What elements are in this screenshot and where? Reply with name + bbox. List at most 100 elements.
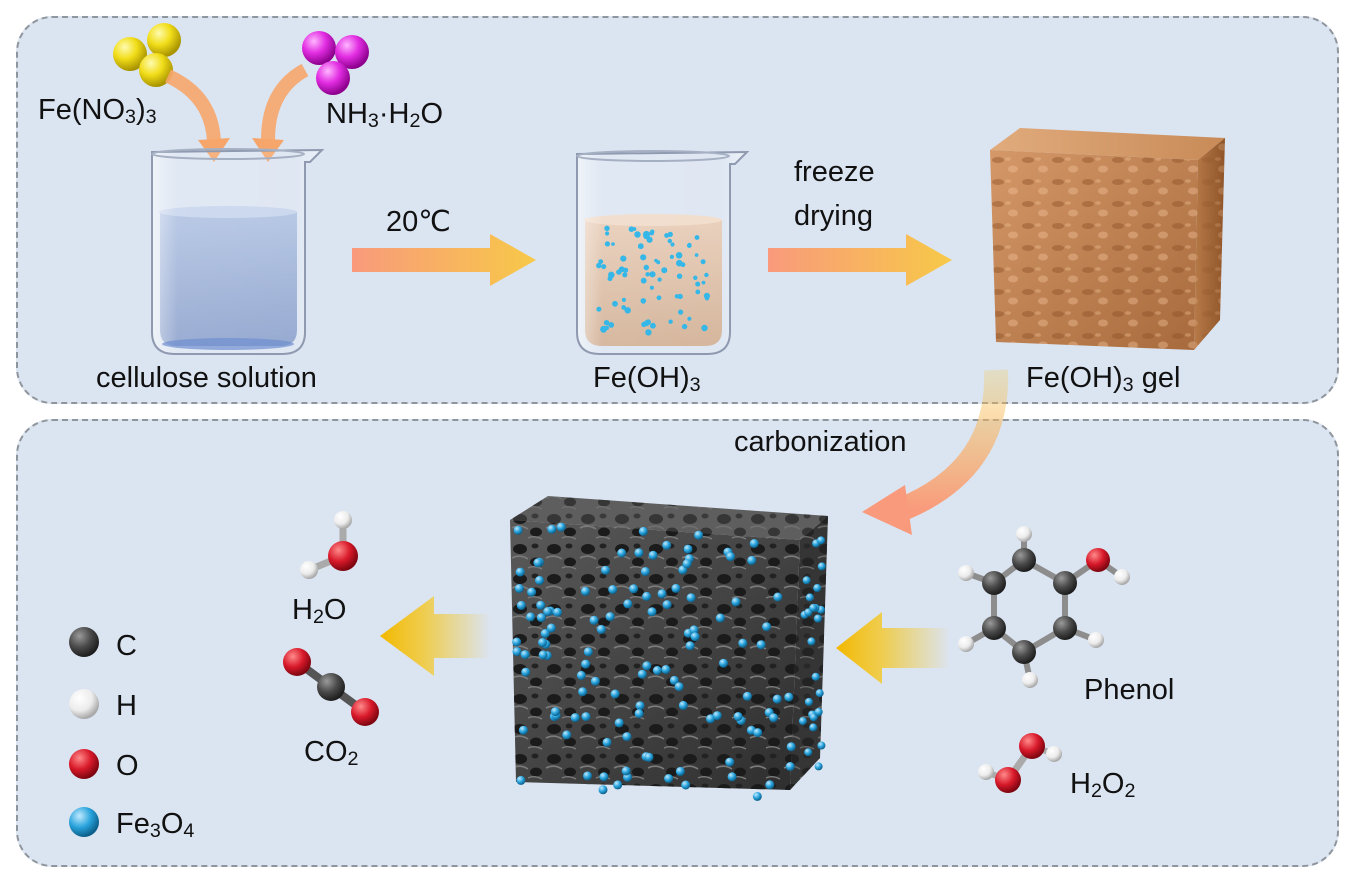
fe-oh3-particle	[661, 267, 668, 274]
fe3o4-nanoparticle	[621, 766, 631, 776]
fe3o4-nanoparticle	[589, 615, 599, 625]
pour-arrow-right-icon	[252, 63, 309, 162]
fe-oh3-particle	[670, 242, 675, 247]
fe3o4-nanoparticle	[583, 647, 593, 657]
h2o2-label: H2O2	[1070, 768, 1136, 802]
fe-oh3-particle	[694, 253, 699, 257]
fe3o4-nanoparticle	[576, 670, 586, 680]
fe-oh3-particle	[677, 293, 683, 300]
phenol-label: Phenol	[1084, 674, 1175, 706]
fe-oh3-particle	[675, 252, 683, 259]
fe3o4-nanoparticle	[599, 772, 609, 782]
fe3o4-nanoparticle	[583, 771, 592, 781]
fe-oh3-particle	[649, 271, 656, 278]
phenol-molecule-icon	[958, 526, 1130, 688]
fe3o4-nanoparticle	[669, 675, 679, 685]
fe3o4-nanoparticle	[550, 707, 560, 717]
fe-oh3-particle	[643, 230, 650, 238]
fe3o4-nanoparticle	[817, 741, 826, 750]
fe-oh3-particle	[641, 321, 647, 328]
fe-oh3-particle	[596, 306, 602, 312]
fe-oh3-particle	[611, 242, 615, 246]
fe-oh3-particle	[686, 243, 692, 249]
fe-oh3-particle	[676, 259, 683, 267]
fe3o4-nanoparticle	[580, 586, 590, 596]
fe3o4-nanoparticle	[815, 689, 824, 698]
fe3o4-nanoparticle	[814, 707, 823, 716]
fe3o4-nanoparticle	[804, 697, 813, 706]
fe3o4-nanoparticle	[629, 584, 639, 594]
fe3o4-nanoparticle	[682, 559, 692, 569]
fe-oh3-particle	[676, 273, 683, 279]
fe-oh3-particle	[632, 227, 637, 231]
step1-arrow-icon	[352, 234, 536, 286]
fe3o4-nanoparticle	[802, 576, 811, 585]
fe3o4-nanoparticle	[613, 780, 623, 790]
fe3o4-nanoparticle	[640, 567, 650, 576]
fe3o4-nanoparticle	[570, 713, 580, 723]
fe3o4-nanoparticle	[526, 612, 535, 622]
fe3o4-nanoparticle	[664, 774, 674, 783]
fe3o4-nanoparticle	[543, 607, 553, 616]
fe3o4-nanoparticle	[538, 638, 547, 647]
fe3o4-nanoparticle	[536, 613, 546, 623]
fe3o4-nanoparticle	[817, 536, 825, 545]
legend-c-sphere-icon	[69, 627, 99, 657]
fe3o4-nanoparticle	[662, 540, 672, 550]
fe-oh3-label: Fe(OH)3	[593, 362, 701, 396]
fe3o4-nanoparticle	[731, 597, 741, 607]
fe-no3-molecule-icon	[113, 23, 181, 87]
fe-oh3-particle	[654, 258, 658, 263]
fe-oh3-particle	[601, 264, 607, 270]
fe3o4-nanoparticle	[725, 757, 735, 767]
fe3o4-nanoparticle	[785, 762, 795, 771]
fe3o4-nanoparticle	[773, 592, 783, 602]
fe-oh3-particle	[622, 272, 628, 278]
fe3o4-nanoparticle	[662, 600, 672, 610]
h2o2-molecule-icon	[978, 733, 1062, 793]
fe3o4-nanoparticle	[690, 632, 700, 642]
fe-oh3-particle	[656, 295, 662, 301]
fe3o4-nanoparticle	[512, 637, 522, 647]
fe-oh3-particle	[604, 241, 611, 247]
fe-oh3-particle	[645, 329, 652, 336]
fe-oh3-particle	[657, 277, 662, 282]
legend-c-label: C	[116, 630, 137, 662]
fe3o4-nanoparticle	[694, 530, 704, 540]
fe3o4-nanoparticle	[533, 558, 543, 568]
fe-oh3-particle	[678, 309, 684, 315]
fe3o4-nanoparticle	[596, 624, 606, 634]
fe3o4-nanoparticle	[686, 593, 696, 603]
fe-oh3-particle	[705, 296, 709, 301]
fe3o4-nanoparticle	[727, 772, 737, 782]
fe3o4-nanoparticle	[807, 637, 816, 646]
fe-oh3-particle	[608, 322, 615, 328]
carbon-foam-cube-icon	[510, 496, 828, 801]
fe-oh3-particle	[628, 226, 635, 232]
fe-oh3-particle	[598, 259, 604, 264]
fe3o4-nanoparticle	[769, 713, 779, 723]
fe3o4-nanoparticle	[814, 762, 823, 771]
fe3o4-nanoparticle	[647, 607, 657, 617]
fe3o4-nanoparticle	[617, 548, 627, 558]
fe3o4-nanoparticle	[540, 629, 550, 638]
fe3o4-nanoparticle	[786, 742, 796, 752]
fe3o4-nanoparticle	[752, 791, 762, 801]
fe3o4-nanoparticle	[712, 711, 722, 721]
fe3o4-nanoparticle	[809, 723, 818, 732]
h2o-product-label: H2O	[292, 594, 347, 628]
fe-oh3-particle	[687, 316, 692, 321]
fe3o4-nanoparticle	[644, 752, 654, 762]
fe3o4-nanoparticle	[556, 522, 566, 532]
legend-o-label: O	[116, 750, 139, 782]
fe3o4-nanoparticle	[622, 732, 632, 742]
fe3o4-nanoparticle	[685, 641, 695, 651]
fe3o4-nanoparticle	[813, 584, 822, 592]
fe3o4-nanoparticle	[661, 665, 671, 674]
carbonization-label: carbonization	[734, 426, 907, 458]
fe3o4-nanoparticle	[518, 725, 528, 735]
step2-arrow-icon	[768, 234, 952, 286]
legend-o-sphere-icon	[69, 749, 99, 779]
degradation-arrow-icon	[380, 596, 490, 676]
fe-oh3-particle	[621, 305, 626, 310]
